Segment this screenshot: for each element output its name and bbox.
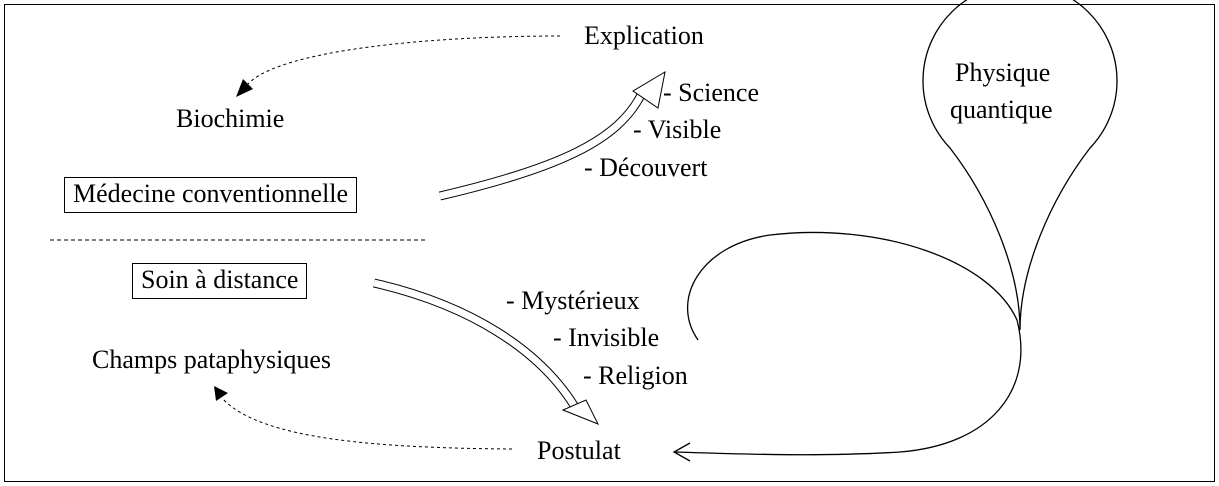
champs-arrowhead (214, 386, 228, 401)
postulat-to-champs-arrow (221, 397, 513, 450)
medecine-to-explication-arrow-fill (439, 93, 645, 200)
physique-label: Physique (955, 58, 1051, 87)
upper-list-item: - Science (663, 78, 760, 107)
explication-arrowhead (632, 71, 666, 109)
lower-list-item: - Religion (583, 361, 688, 390)
explication-label: Explication (584, 21, 704, 50)
quantique-label: quantique (950, 95, 1053, 124)
lower-list-item: - Mystérieux (506, 286, 640, 315)
postulat-label: Postulat (537, 436, 621, 465)
soin-a-distance-box: Soin à distance (132, 263, 308, 299)
physique-quantique-balloon (922, 0, 1118, 331)
upper-list-item: - Visible (633, 115, 722, 144)
soin-to-postulat-arrow-fill (373, 279, 578, 409)
upper-list-item: - Découvert (584, 153, 708, 182)
explication-to-biochimie-arrow (247, 35, 561, 85)
lower-list-item: - Invisible (553, 323, 660, 352)
medecine-conventionnelle-box: Médecine conventionnelle (64, 177, 358, 213)
outer-frame (4, 4, 1215, 482)
quantum-loop-arrowhead (672, 442, 691, 462)
postulat-arrowhead (561, 399, 600, 425)
champs-pataphysiques-label: Champs pataphysiques (92, 345, 332, 374)
quantum-loop-arrow (675, 231, 1022, 456)
biochimie-label: Biochimie (176, 104, 285, 133)
biochimie-arrowhead (236, 79, 253, 97)
